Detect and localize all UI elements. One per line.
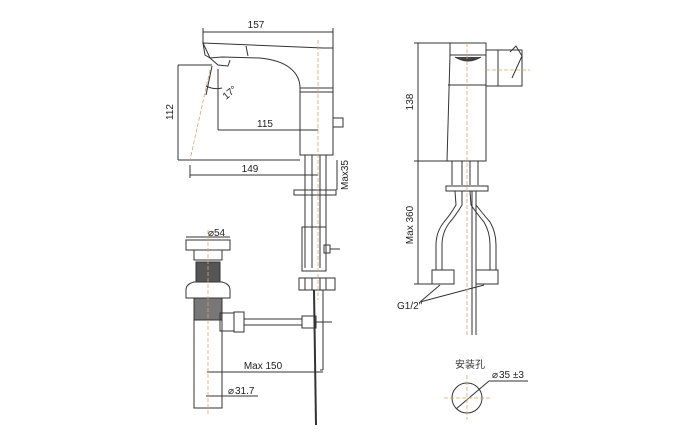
mounting-hole (451, 380, 528, 414)
label-149: 149 (242, 164, 259, 175)
angle-arc (205, 85, 223, 90)
label-157: 157 (248, 20, 265, 31)
label-g12: G1/2" (397, 301, 423, 312)
center-lines (189, 40, 530, 420)
label-31-7-symbol: ⌀ (228, 386, 234, 397)
label-angle: 17° (221, 84, 240, 102)
dim-112 (177, 64, 300, 161)
dim-138 (414, 42, 450, 162)
dim-157 (202, 28, 334, 48)
label-115: 115 (257, 119, 273, 130)
dim-149 (189, 165, 318, 178)
label-35-symbol: ⌀ (492, 370, 498, 381)
shank-front (293, 155, 340, 426)
leader-g12 (419, 284, 441, 303)
supply-hoses (431, 190, 499, 335)
label-max360: Max 360 (405, 205, 416, 244)
label-54-symbol: ⌀ (208, 228, 214, 239)
label-max150: Max 150 (244, 361, 283, 372)
label-138: 138 (405, 93, 416, 110)
label-mounting-hole: 安装孔 (455, 358, 485, 371)
faucet-body-front (202, 42, 344, 156)
label-112: 112 (165, 104, 176, 120)
dim-max360 (414, 161, 432, 285)
label-54: 54 (214, 228, 226, 239)
faucet-body-side (445, 42, 523, 192)
dim-115 (217, 69, 318, 131)
label-max35: Max35 (340, 160, 351, 190)
label-31-7: 31.7 (235, 386, 255, 397)
label-35: 35 ±3 (499, 370, 524, 381)
